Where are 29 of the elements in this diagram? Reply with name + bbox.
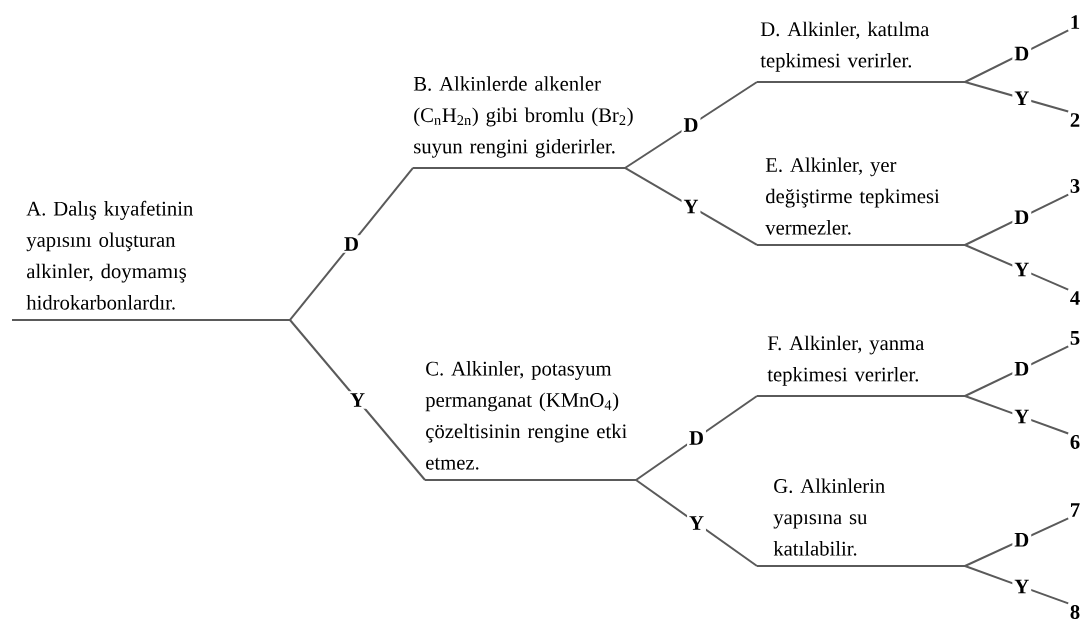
statement: E. Alkinler, yer değiştirme tepkimesi vermezler.	[756, 157, 966, 246]
edge-label: D	[1012, 208, 1032, 226]
edge-label: Y	[681, 197, 701, 216]
statement: C. Alkinler, potasyum permanganat (KMnO$_{4}$) çözeltisinin rengine etki etmez.	[424, 361, 637, 481]
edge-label: D	[687, 429, 706, 447]
outcome-number: 2	[1070, 113, 1080, 127]
outcome-number: 4	[1070, 291, 1080, 305]
edge-label: Y	[1012, 89, 1032, 107]
statement: F. Alkinler, yanma tepkimesi verirler.	[756, 335, 966, 397]
edge-label: D	[1012, 531, 1032, 549]
edge-label: D	[1012, 359, 1032, 378]
edge-label: Y	[1012, 407, 1032, 426]
outcome-number: 8	[1070, 605, 1080, 619]
statement: G. Alkinlerin yapısına su katılabilir.	[756, 478, 966, 567]
edge-label: Y	[687, 514, 706, 532]
outcome-number: 3	[1070, 179, 1080, 193]
outcome-number: 1	[1071, 15, 1080, 29]
edge-label: Y	[1012, 260, 1032, 279]
outcome-number: 5	[1070, 331, 1080, 345]
edge-label: Y	[1012, 577, 1032, 596]
statement: D. Alkinler, katılma tepkimesi verirler.	[756, 21, 966, 83]
outcome-number: 6	[1070, 435, 1080, 449]
edge-label: D	[681, 116, 701, 134]
outcome-number: 7	[1071, 503, 1080, 517]
edge-label: Y	[348, 391, 367, 409]
statement: B. Alkinlerde alkenler (C$_{n}$H$_{2n}$) gibi bromlu (Br$_{2}$) suyun rengini giderirler.	[412, 76, 633, 169]
edge-label: D	[342, 235, 361, 253]
statement: A. Dalış kıyafetinin yapısını oluşturan alkinler, doymamış hidrokarbonlardır.	[11, 200, 291, 321]
edge-label: D	[1012, 44, 1032, 63]
